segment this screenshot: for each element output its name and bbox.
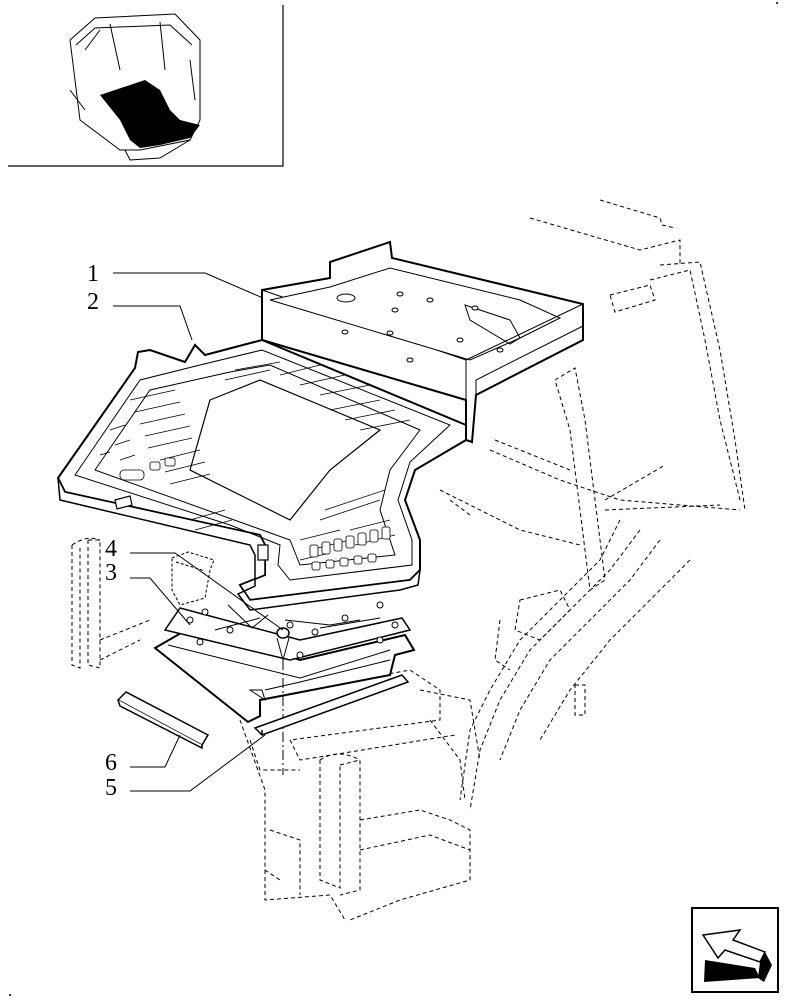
part-3-base-plate[interactable]	[153, 601, 416, 724]
cab-overview-thumbnail[interactable]	[8, 5, 284, 167]
part-2-main-floor-mat[interactable]	[56, 338, 467, 611]
insulation-block	[171, 551, 215, 606]
leader-lines	[113, 272, 284, 792]
callout-2: 2	[87, 289, 99, 315]
callout-6: 6	[105, 750, 117, 776]
callout-1: 1	[87, 261, 99, 287]
part-6-short-strip[interactable]	[116, 691, 210, 750]
tread-cells	[119, 457, 391, 571]
callout-4: 4	[105, 536, 117, 562]
next-page-arrow-icon[interactable]	[691, 907, 779, 993]
callout-3: 3	[105, 560, 117, 586]
callout-5: 5	[105, 775, 117, 801]
corner-mark	[9, 994, 11, 996]
part-5-long-strip[interactable]	[253, 674, 410, 736]
corner-mark	[776, 2, 778, 4]
callout-labels: 1 2 4 3 6 5	[87, 261, 117, 801]
cab-frame	[71, 199, 746, 921]
part-1-rear-floor-mat[interactable]	[261, 240, 584, 444]
